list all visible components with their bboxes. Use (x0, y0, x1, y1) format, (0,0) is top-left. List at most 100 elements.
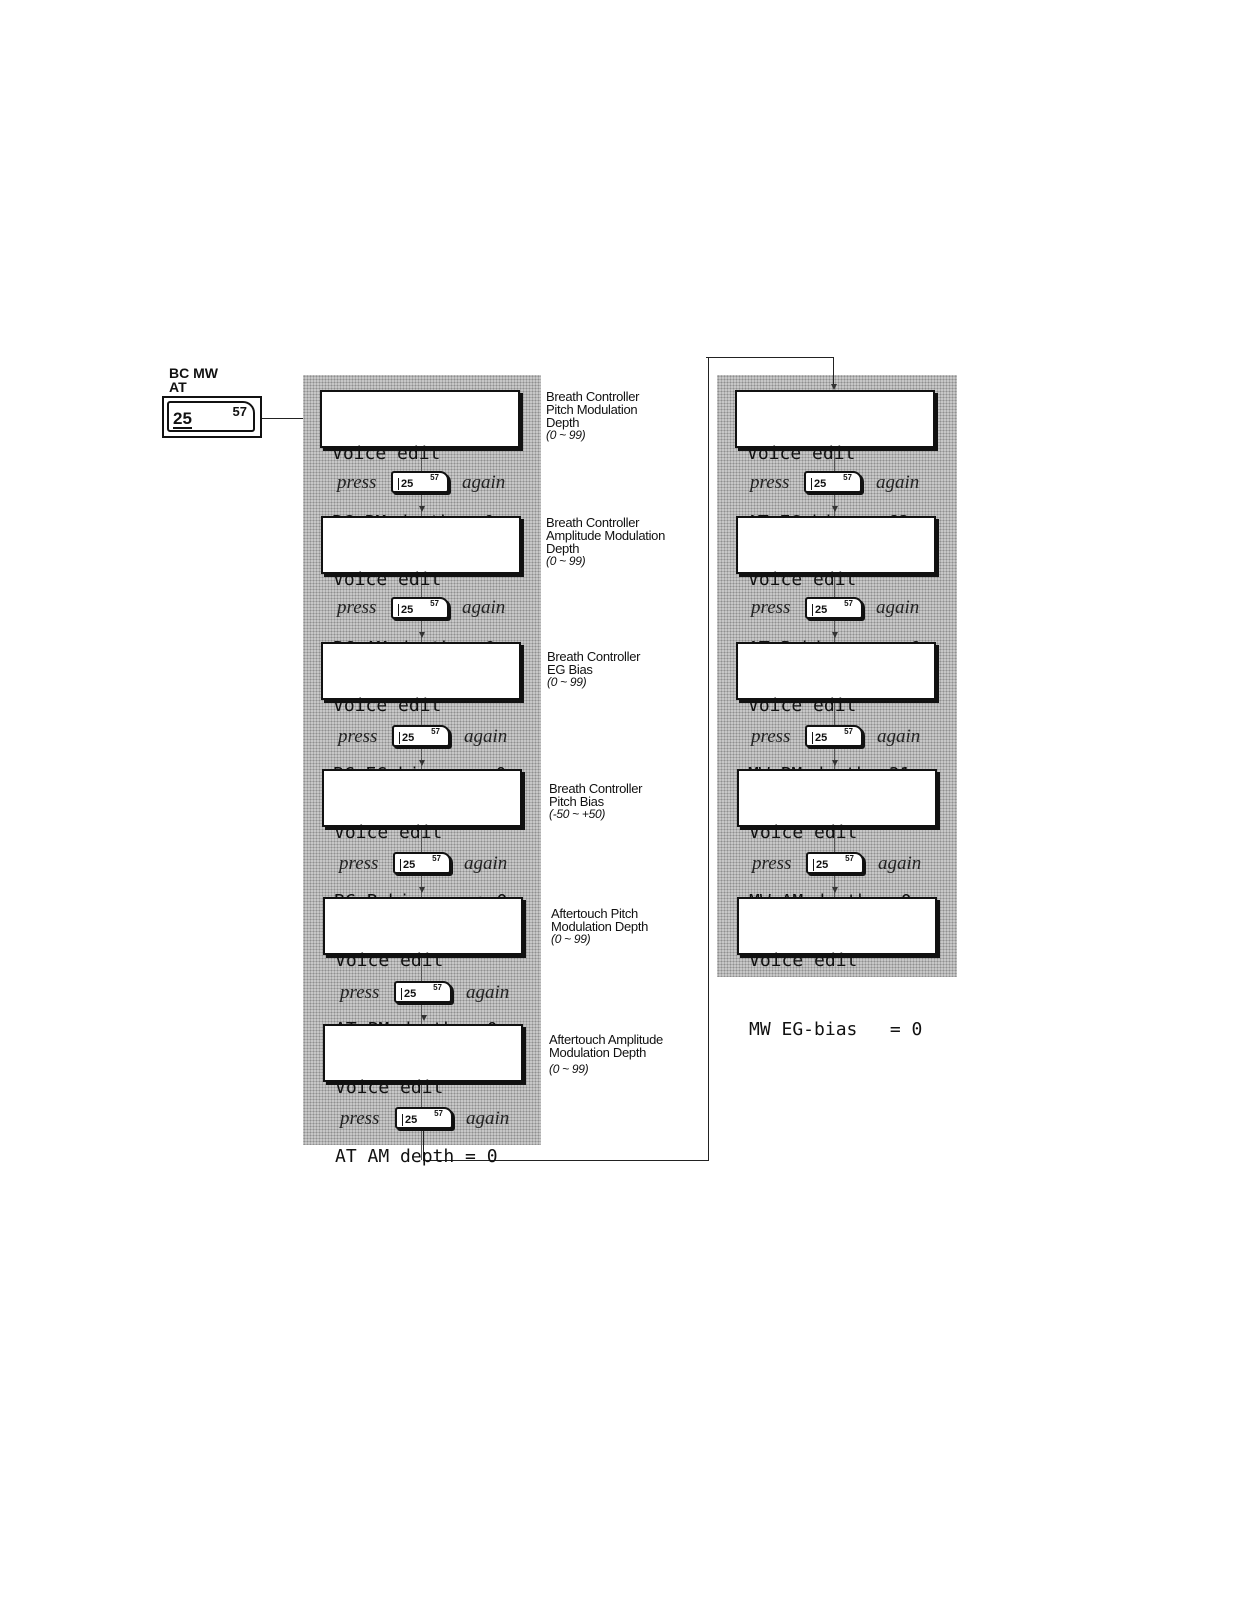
button-25-57[interactable]: 25 57 (391, 597, 449, 619)
return-wire-top (706, 357, 834, 358)
btn-num-25: 25 (812, 732, 827, 744)
lcd-at-pm-depth: Voice edit AT PM depth = 0 (323, 897, 523, 1040)
lcd-mw-eg-bias: Voice edit MW EG-bias = 0 (737, 897, 937, 1040)
press-label: press (750, 472, 790, 493)
btn-num-25: 25 (811, 478, 826, 490)
press-label: press (751, 597, 791, 618)
btn-num-57: 57 (843, 473, 852, 482)
again-label: again (876, 597, 920, 618)
press-label: press (340, 1108, 380, 1129)
btn-num-25: 25 (401, 988, 416, 1000)
again-label: again (464, 726, 508, 747)
desc-range: (0 ~ 99) (551, 932, 591, 946)
again-label: again (466, 1108, 510, 1129)
button-label-top: BC MW (169, 365, 218, 381)
lcd-line-1: Voice edit (334, 822, 443, 843)
press-label: press (752, 853, 792, 874)
lcd-bc-eg-bias: Voice edit BC EG-bias = 0 (321, 642, 521, 785)
return-wire-drop (833, 357, 834, 385)
lcd-line-1: Voice edit (332, 443, 441, 464)
button-25-57[interactable]: 25 57 (805, 597, 863, 619)
desc-line: Aftertouch Amplitude (549, 1032, 663, 1047)
btn-num-57: 57 (430, 473, 439, 482)
button-25-57[interactable]: 25 57 (392, 725, 450, 747)
down-arrow (419, 760, 425, 766)
down-arrow (832, 506, 838, 512)
btn-num-57: 57 (431, 727, 440, 736)
lcd-line-1: Voice edit (335, 950, 444, 971)
down-arrow (832, 760, 838, 766)
lcd-line-1: Voice edit (748, 695, 857, 716)
btn-num-25: 25 (399, 732, 414, 744)
down-arrow (419, 887, 425, 893)
again-label: again (462, 472, 506, 493)
desc-line: Breath Controller (546, 515, 640, 530)
lcd-mw-am-depth: Voice edit MW AM depth = 0 (737, 769, 937, 912)
desc-range: (-50 ~ +50) (549, 807, 606, 821)
down-arrow (419, 506, 425, 512)
lcd-bc-p-bias: Voice edit BC P-bias =+ 0 (322, 769, 522, 912)
entry-arrow-line (262, 418, 314, 419)
button-25-57[interactable]: 25 57 (391, 471, 449, 493)
btn-num-25: 25 (812, 604, 827, 616)
desc-line: Modulation Depth (549, 1045, 647, 1060)
again-label: again (877, 726, 921, 747)
return-wire-bottom (423, 1160, 709, 1161)
lcd-line-1: Voice edit (749, 950, 858, 971)
button-25-57[interactable]: 25 57 (804, 471, 862, 493)
desc-line: Pitch Modulation (546, 402, 638, 417)
desc-range: (0 ~ 99) (546, 554, 586, 568)
desc-range: (0 ~ 99) (547, 675, 587, 689)
desc-range: (0 ~ 99) (549, 1062, 589, 1076)
button-25-57[interactable]: 25 57 (806, 852, 864, 874)
down-arrow (421, 1015, 427, 1021)
desc-bc-p-bias: Breath Controller Pitch Bias (-50 ~ +50) (549, 782, 642, 821)
desc-range: (0 ~ 99) (546, 428, 586, 442)
btn-num-57: 57 (434, 1109, 443, 1118)
btn-num-57: 57 (433, 983, 442, 992)
btn-num-57: 57 (844, 727, 853, 736)
button-25-57[interactable]: 25 57 (393, 852, 451, 874)
btn-num-25: 25 (398, 604, 413, 616)
lcd-line-1: Voice edit (748, 569, 857, 590)
button-number-57: 57 (232, 404, 247, 419)
again-label: again (466, 982, 510, 1003)
bc-mw-at-button[interactable]: 25 57 (162, 396, 262, 438)
lcd-bc-pm-depth: Voice edit BC PM depth = 0 (320, 390, 520, 533)
down-arrow (832, 887, 838, 893)
desc-bc-eg-bias: Breath Controller EG Bias (0 ~ 99) (547, 650, 640, 689)
btn-num-57: 57 (845, 854, 854, 863)
lcd-at-eg-bias: Voice edit AT EG-bias =63 (735, 390, 935, 533)
lcd-at-p-bias: Voice edit AT P-bias =+ 0 (736, 516, 936, 659)
press-label: press (339, 853, 379, 874)
desc-line: Pitch Bias (549, 794, 604, 809)
desc-at-am-depth: Aftertouch Amplitude Modulation Depth (0… (549, 1033, 663, 1076)
return-wire-up (708, 357, 709, 1161)
down-arrow (419, 632, 425, 638)
lcd-line-1: Voice edit (333, 695, 442, 716)
press-label: press (337, 472, 377, 493)
desc-line: Breath Controller (546, 389, 640, 404)
desc-line: Breath Controller (549, 781, 643, 796)
again-label: again (462, 597, 506, 618)
btn-num-25: 25 (398, 478, 413, 490)
lcd-mw-pm-depth: Voice edit MW PM depth =31 (736, 642, 936, 785)
lcd-line-1: Voice edit (333, 569, 442, 590)
desc-line: Aftertouch Pitch (551, 906, 638, 921)
btn-num-57: 57 (844, 599, 853, 608)
again-label: again (878, 853, 922, 874)
again-label: again (464, 853, 508, 874)
desc-line: Depth (546, 415, 580, 430)
down-arrow (832, 632, 838, 638)
desc-line: Amplitude Modulation (546, 528, 666, 543)
btn-num-57: 57 (432, 854, 441, 863)
button-25-57[interactable]: 25 57 (805, 725, 863, 747)
press-label: press (338, 726, 378, 747)
button-25-57[interactable]: 25 57 (394, 981, 452, 1003)
button-25-57[interactable]: 25 57 (395, 1107, 453, 1129)
desc-line: Breath Controller (547, 649, 641, 664)
desc-line: Depth (546, 541, 580, 556)
again-label: again (876, 472, 920, 493)
press-label: press (340, 982, 380, 1003)
press-label: press (751, 726, 791, 747)
